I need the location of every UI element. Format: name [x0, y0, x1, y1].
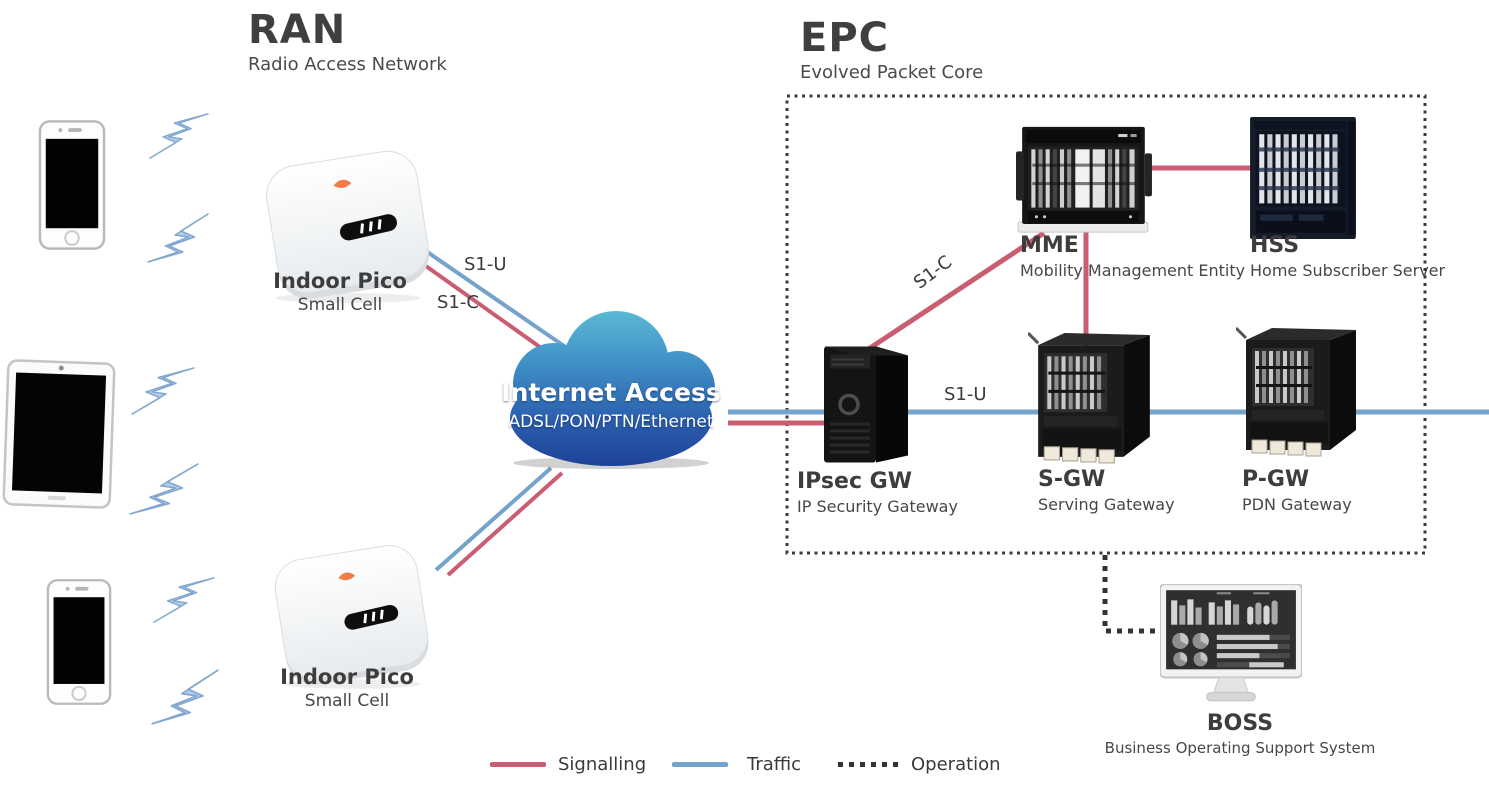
pgw-subtitle: PDN Gateway [1242, 494, 1352, 514]
lightning-icon [128, 462, 200, 516]
pgw-device [1236, 321, 1366, 465]
mme-device [1016, 122, 1154, 238]
legend-label-signalling: Signalling [558, 754, 647, 775]
cloud-title: Internet Access [501, 378, 721, 407]
legend-swatch-signalling [490, 762, 546, 767]
pico1-s1u-label: S1-U [464, 254, 507, 275]
indoor-pico-device [242, 148, 454, 308]
sgw-name: S-GW [1038, 467, 1106, 492]
pico1-s1c-label: S1-C [437, 292, 479, 313]
epc-title: EPC [800, 15, 889, 61]
boss-progress-bars [1216, 634, 1290, 668]
lightning-icon [148, 112, 210, 160]
pico2-subtitle: Small Cell [304, 691, 390, 712]
internet-cloud: Internet Access ADSL/PON/PTN/Ethernet [480, 300, 742, 472]
epc-subtitle: Evolved Packet Core [800, 62, 984, 83]
lightning-icon [130, 366, 196, 416]
ran-subtitle: Radio Access Network [248, 54, 447, 75]
ipsec-gw-name: IPsec GW [797, 469, 912, 494]
pico2-name: Indoor Pico [280, 665, 414, 689]
pgw-label: P-GW PDN Gateway [1242, 466, 1352, 515]
legend-swatch-operation [838, 762, 902, 767]
pico-logo [338, 572, 356, 581]
legend-label-traffic: Traffic [747, 754, 802, 775]
sgw-subtitle: Serving Gateway [1038, 494, 1175, 514]
lightning-icon [150, 668, 220, 726]
backhaul-s1u-label: S1-U [944, 384, 987, 405]
pico2-signalling-line [446, 471, 564, 577]
ipsec-gw-device [818, 342, 918, 468]
smartphone-icon [46, 576, 112, 708]
ipsec-gw-label: IPsec GW IP Security Gateway [797, 468, 958, 517]
lightning-icon [152, 576, 216, 624]
cloud-subtitle: ADSL/PON/PTN/Ethernet [508, 412, 714, 432]
boss-name: BOSS [1206, 711, 1274, 736]
ran-title: RAN [248, 7, 347, 53]
boss-label: BOSS Business Operating Support System [1095, 710, 1385, 757]
sgw-device [1028, 326, 1160, 472]
hss-device [1246, 114, 1366, 246]
pico1-name: Indoor Pico [273, 269, 407, 293]
hss-subtitle: Home Subscriber Server [1250, 260, 1446, 280]
indoor-pico-device [252, 542, 452, 694]
ipsec-mme-signalling-line [862, 230, 1046, 355]
smartphone-icon [38, 118, 106, 252]
pico-logo [333, 179, 352, 188]
pico2-label: Indoor Pico Small Cell [252, 664, 442, 713]
boss-pie-charts [1172, 632, 1209, 667]
sgw-label: S-GW Serving Gateway [1038, 466, 1175, 515]
tablet-icon [2, 359, 116, 509]
epc-section-header: EPC Evolved Packet Core [800, 16, 983, 83]
pgw-name: P-GW [1242, 467, 1310, 492]
pico2-traffic-line [434, 466, 553, 572]
pico1-subtitle: Small Cell [297, 295, 383, 316]
hss-name: HSS [1250, 233, 1300, 258]
mme-subtitle: Mobility Management Entity [1020, 260, 1246, 280]
pico1-label: Indoor Pico Small Cell [245, 268, 435, 317]
epc-boss-operation-line [1102, 555, 1161, 634]
ran-section-header: RAN Radio Access Network [248, 8, 447, 75]
boss-monitor [1160, 584, 1302, 708]
legend-label-operation: Operation [911, 754, 1001, 775]
cloud-shape [510, 311, 715, 466]
mme-label: MME Mobility Management Entity [1020, 232, 1245, 281]
boss-subtitle: Business Operating Support System [1104, 738, 1376, 757]
lightning-icon [146, 212, 210, 264]
mme-name: MME [1020, 233, 1079, 258]
hss-label: HSS Home Subscriber Server [1250, 232, 1445, 281]
ipsec-gw-subtitle: IP Security Gateway [797, 496, 958, 516]
legend-swatch-traffic [672, 762, 728, 767]
